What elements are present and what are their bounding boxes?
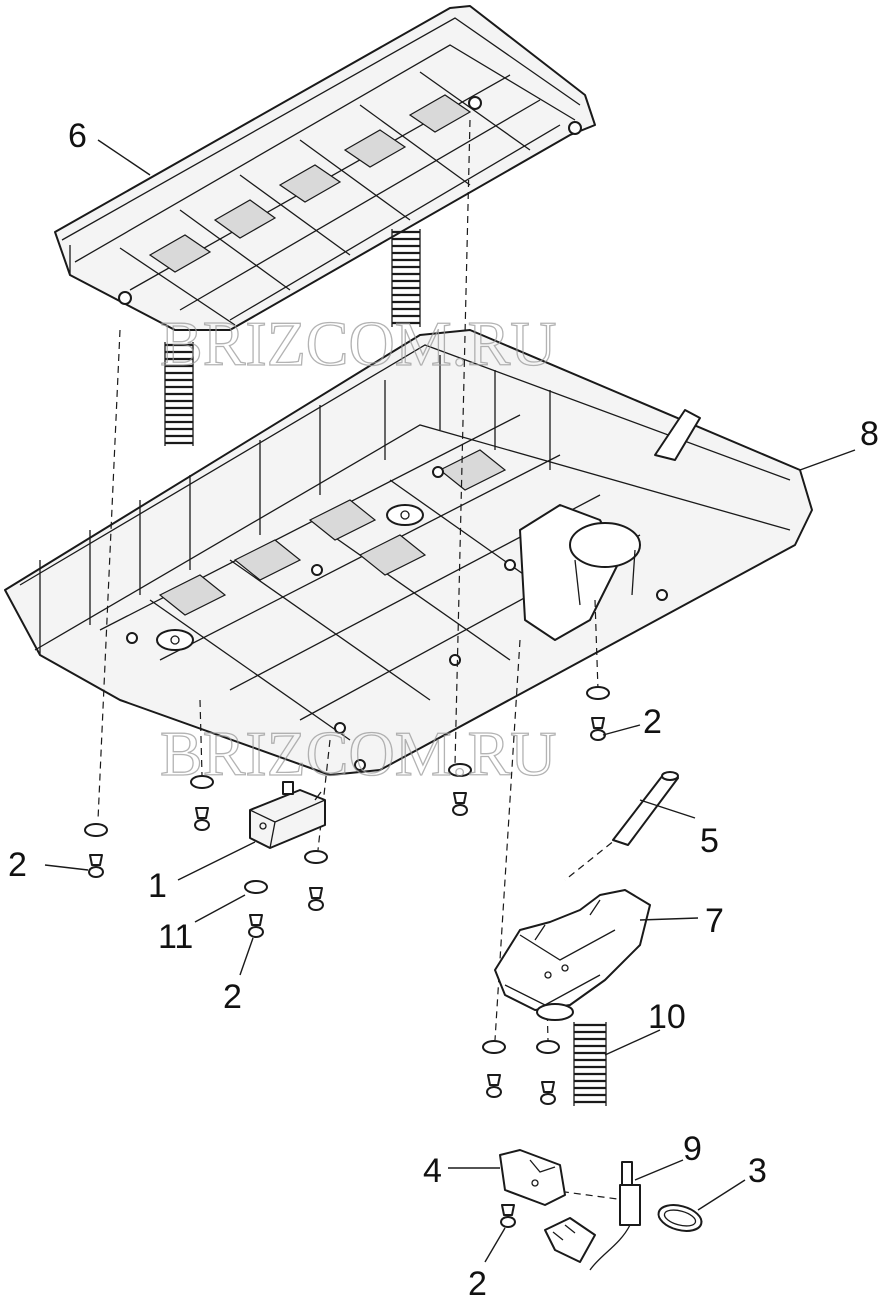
callout-5: 5 [700, 822, 719, 860]
part-7-bracket [494, 889, 651, 1021]
callout-6: 6 [68, 117, 87, 155]
callout-2-left: 2 [8, 846, 27, 884]
callout-2-right: 2 [643, 703, 662, 741]
callout-3: 3 [748, 1152, 767, 1190]
watermark-lower: BRIZCOM.RU [160, 718, 557, 789]
part-10-spring [573, 1022, 607, 1106]
callout-8: 8 [860, 415, 879, 453]
part-4-plate [499, 1149, 566, 1206]
leader-lines [44, 139, 856, 1263]
watermark-upper: BRIZCOM.RU [160, 308, 557, 379]
callout-2-bottom: 2 [468, 1265, 487, 1303]
callout-11: 11 [158, 918, 193, 956]
callout-4: 4 [423, 1152, 442, 1190]
callout-7: 7 [705, 902, 724, 940]
part-1-switch [249, 781, 326, 849]
part-5-pin [612, 771, 679, 846]
callout-10: 10 [648, 998, 686, 1036]
part-9-pin-cable [544, 1161, 641, 1271]
callout-9: 9 [683, 1130, 702, 1168]
part-3-clip-ring [657, 1204, 703, 1232]
fasteners [84, 686, 610, 1228]
spring-upper-left [164, 342, 194, 446]
part-8-base-housing [4, 329, 813, 776]
part-6-top-cover [54, 5, 596, 331]
spring-upper-right [391, 229, 421, 327]
callout-1: 1 [148, 867, 167, 905]
callout-2-bottom-left: 2 [223, 978, 242, 1016]
